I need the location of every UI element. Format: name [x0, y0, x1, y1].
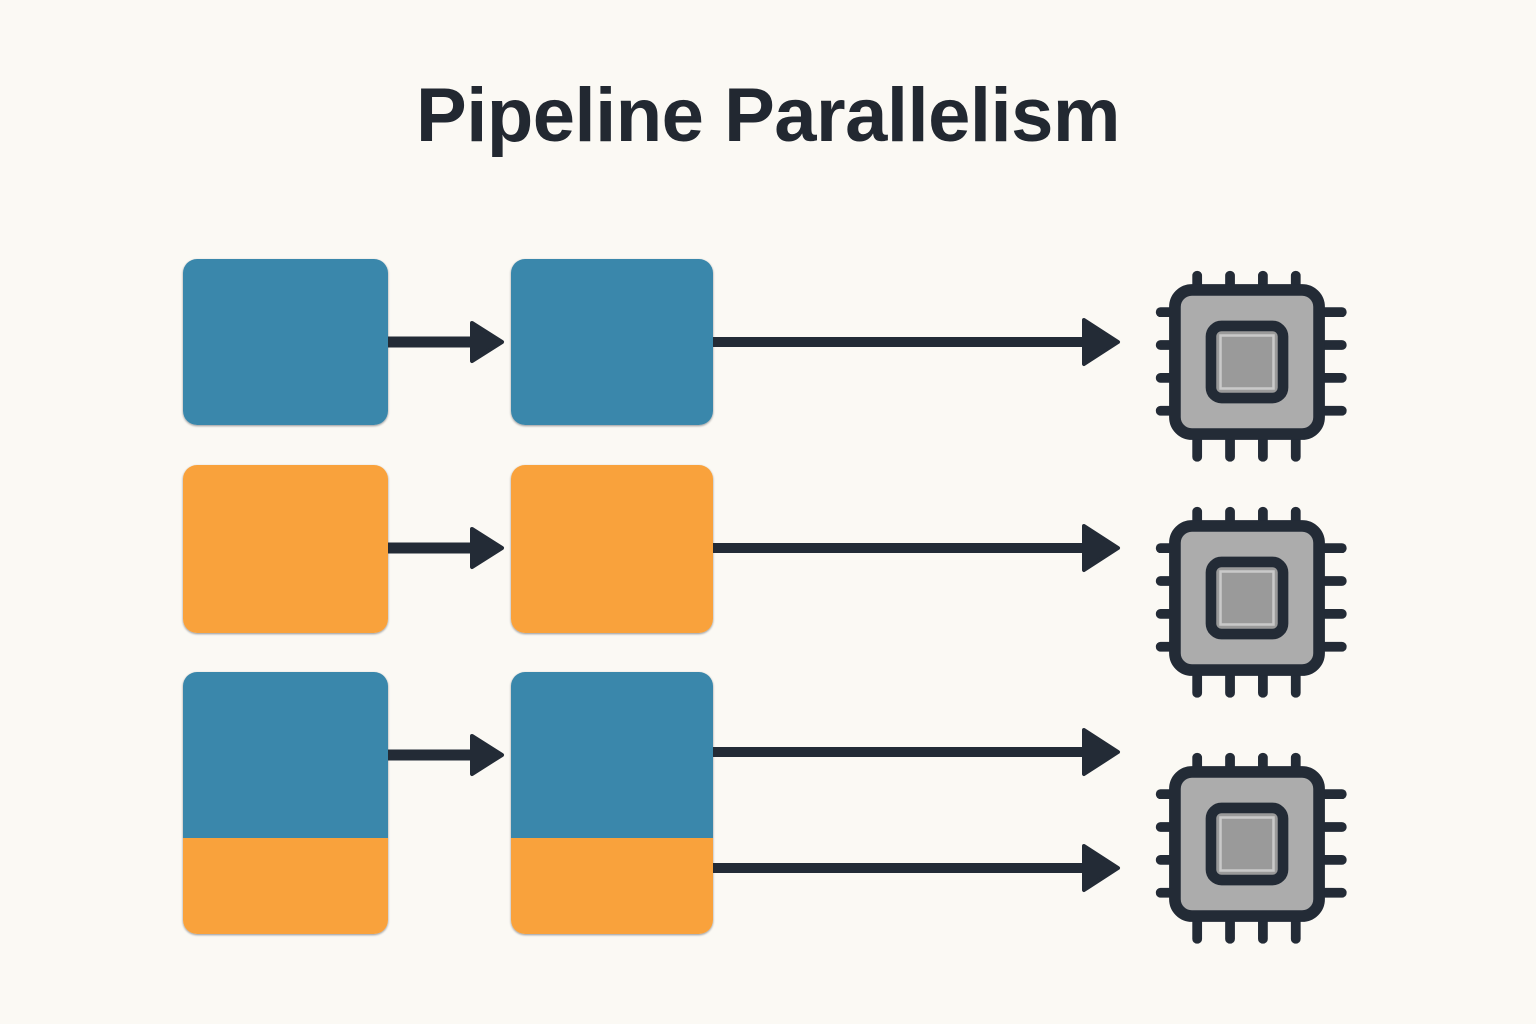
arrow-head [1082, 728, 1120, 776]
arrow-head [470, 527, 504, 569]
row-1-arrow-stage1-to-stage2 [388, 321, 504, 363]
arrow-head [1082, 318, 1120, 366]
pipeline-stage-2-1[interactable] [183, 465, 388, 633]
stage-segment-blue [511, 672, 713, 839]
row-3-arrow-stage2-orange-to-device [713, 844, 1120, 892]
chip-core [1205, 802, 1289, 886]
stage-segment-blue [511, 259, 713, 425]
row-3-arrow-stage2-blue-to-device [713, 728, 1120, 776]
chip-core-highlight [1219, 570, 1275, 626]
arrow-shaft [388, 336, 474, 348]
pipeline-stage-3-1[interactable] [183, 672, 388, 934]
arrow-shaft [713, 863, 1086, 873]
chip-core-highlight [1219, 334, 1275, 390]
chip-core [1205, 320, 1289, 404]
chip-core-highlight [1219, 816, 1275, 872]
device-chip-3[interactable] [1141, 738, 1353, 950]
stage-segment-blue [183, 259, 388, 425]
arrow-head [470, 321, 504, 363]
pipeline-stage-1-1[interactable] [183, 259, 388, 425]
row-1-arrow-stage2-to-device [713, 318, 1120, 366]
arrow-shaft [713, 337, 1086, 347]
stage-segment-blue [183, 672, 388, 839]
pipeline-stage-2-2[interactable] [511, 465, 713, 633]
row-2-arrow-stage2-to-device [713, 524, 1120, 572]
row-2-arrow-stage1-to-stage2 [388, 527, 504, 569]
pipeline-stage-1-2[interactable] [511, 259, 713, 425]
pipeline-stage-3-2[interactable] [511, 672, 713, 934]
cpu-chip-icon [1141, 738, 1353, 955]
device-chip-1[interactable] [1141, 256, 1353, 468]
arrow-shaft [713, 747, 1086, 757]
row-3-arrow-stage1-to-stage2 [388, 734, 504, 776]
arrow-head [470, 734, 504, 776]
stage-segment-orange [511, 465, 713, 633]
arrow-head [1082, 844, 1120, 892]
arrow-shaft [388, 542, 474, 554]
page-title: Pipeline Parallelism [416, 73, 1120, 158]
arrow-shaft [388, 749, 474, 761]
cpu-chip-icon [1141, 256, 1353, 473]
stage-segment-orange [183, 465, 388, 633]
arrow-head [1082, 524, 1120, 572]
chip-core [1205, 556, 1289, 640]
arrow-shaft [713, 543, 1086, 553]
device-chip-2[interactable] [1141, 492, 1353, 704]
stage-segment-orange [511, 838, 713, 934]
stage-segment-orange [183, 838, 388, 934]
cpu-chip-icon [1141, 492, 1353, 709]
